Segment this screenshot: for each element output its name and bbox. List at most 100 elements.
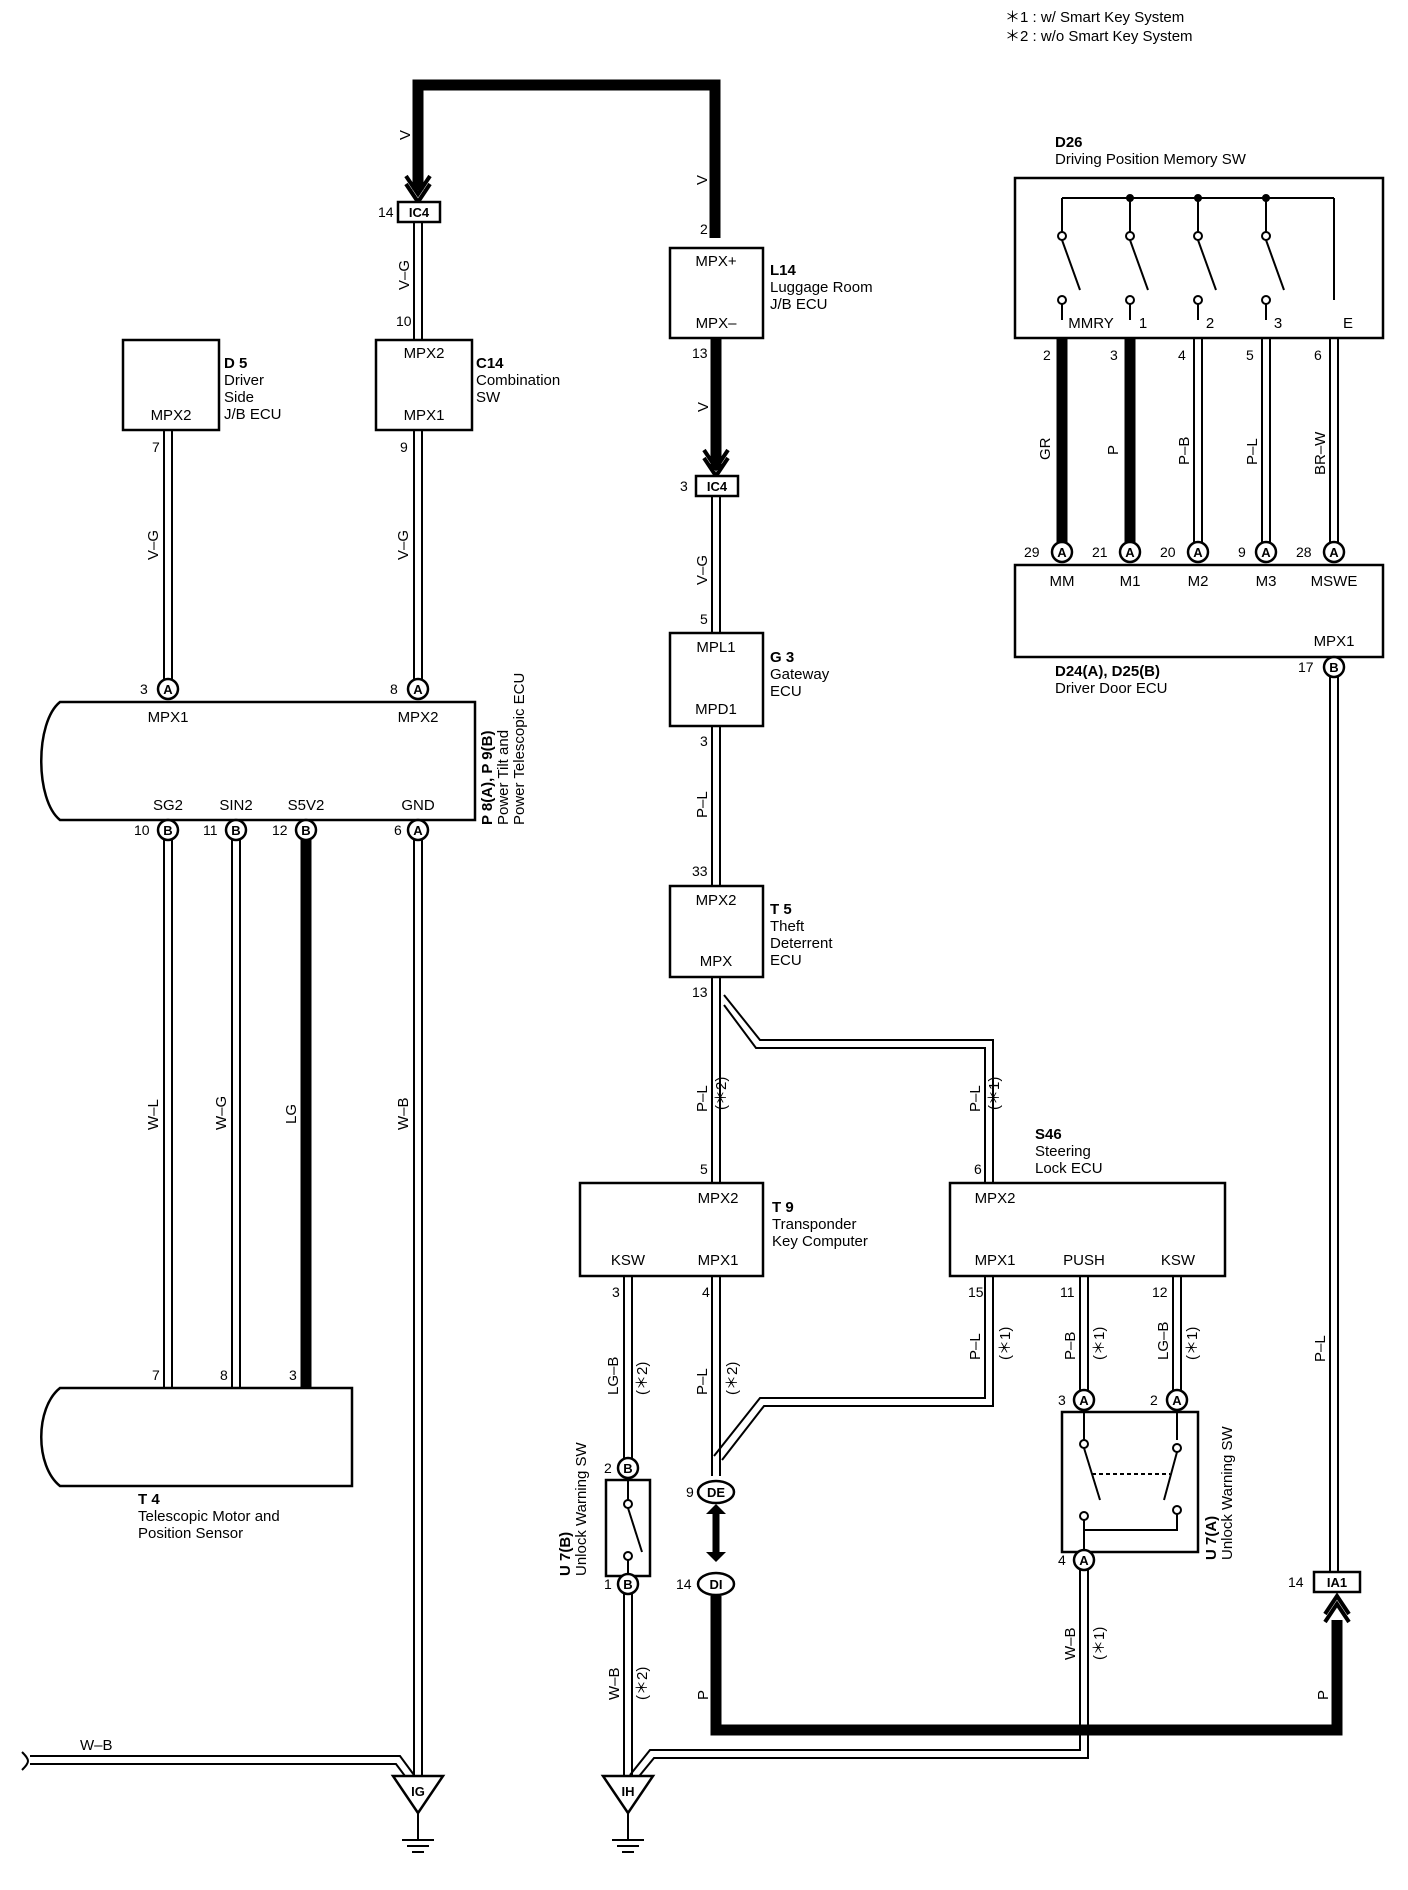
c14-name2: SW xyxy=(476,389,501,406)
p8-name2: Power Telescopic ECU xyxy=(511,673,528,825)
t9-term-ksw: KSW xyxy=(611,1252,646,1269)
pin-p8-6: 6 xyxy=(394,822,402,838)
pin-d5-7: 7 xyxy=(152,439,160,455)
pin-circle-u7a-2 xyxy=(1165,1388,1189,1412)
connector-de-label: DE xyxy=(707,1485,725,1500)
s46-name2: Lock ECU xyxy=(1035,1160,1103,1177)
t5-name1: Theft xyxy=(770,918,805,935)
wire-pl-s46-de xyxy=(713,1276,994,1461)
wire-label-gr: GR xyxy=(1037,437,1054,460)
svg-text:B: B xyxy=(623,1577,632,1592)
pin-circle-p8-6 xyxy=(406,818,430,842)
connector-de-di-link xyxy=(706,1504,726,1562)
c14-term-top: MPX2 xyxy=(404,345,445,362)
p8-name1: Power Tilt and xyxy=(495,730,512,825)
l14-name1: Luggage Room xyxy=(770,279,873,296)
s46-term-ksw: KSW xyxy=(1161,1252,1196,1269)
u7a-code: U 7(A) xyxy=(1203,1516,1220,1560)
pin-u7b-2: 2 xyxy=(604,1460,612,1476)
pin-t4-7: 7 xyxy=(152,1367,160,1383)
pin-t5-13: 13 xyxy=(692,984,708,1000)
wire-pb-m2 xyxy=(1193,338,1203,548)
pin-circle-u7b-2 xyxy=(616,1456,640,1480)
wire-label-pl5: P–L xyxy=(967,1333,984,1360)
pin-circle-u7a-3 xyxy=(1072,1388,1096,1412)
g3-name2: ECU xyxy=(770,683,802,700)
note-tag-n1b: (＊1) xyxy=(997,1327,1014,1360)
l14-name2: J/B ECU xyxy=(770,296,828,313)
pin-g3-5: 5 xyxy=(700,611,708,627)
pin-u7a-2: 2 xyxy=(1150,1392,1158,1408)
wire-label-pb: P–B xyxy=(1062,1332,1079,1360)
wire-vg-d5-p8 xyxy=(163,430,173,680)
wire-label-p2: P xyxy=(1315,1690,1332,1700)
pin-p8-8: 8 xyxy=(390,681,398,697)
pin-circle-u7a-4 xyxy=(1072,1548,1096,1572)
t5-term-bot: MPX xyxy=(700,953,733,970)
wire-label-pl3: P–L xyxy=(967,1085,984,1112)
wire-label-wg: W–G xyxy=(213,1096,230,1130)
pin-d24-29: 29 xyxy=(1024,544,1040,560)
s46-term-mpx1: MPX1 xyxy=(975,1252,1016,1269)
s46-name1: Steering xyxy=(1035,1143,1091,1160)
wire-pl-g3-t5 xyxy=(711,726,721,886)
wire-wb-gnd xyxy=(413,840,423,1775)
wire-label-brw: BR–W xyxy=(1312,431,1329,475)
d5-term: MPX2 xyxy=(151,407,192,424)
svg-text:B: B xyxy=(231,823,240,838)
l14-code: L14 xyxy=(770,262,797,279)
g3-term-bot: MPD1 xyxy=(695,701,737,718)
pin-circle-d24-20 xyxy=(1186,540,1210,564)
note-tag-n2c: (＊2) xyxy=(724,1362,741,1395)
t4-name2: Position Sensor xyxy=(138,1525,243,1542)
wire-wl xyxy=(163,840,173,1388)
p8-term-mpx2: MPX2 xyxy=(398,709,439,726)
pin-l14-13: 13 xyxy=(692,345,708,361)
pin-d24-28: 28 xyxy=(1296,544,1312,560)
pin-u7a-3: 3 xyxy=(1058,1392,1066,1408)
pin-circle-d24-29 xyxy=(1050,540,1074,564)
u7b-name1: Unlock Warning SW xyxy=(573,1442,590,1576)
pin-s46-11: 11 xyxy=(1060,1284,1075,1300)
d26-code: D26 xyxy=(1055,134,1083,151)
wire-label-lgb2: LG–B xyxy=(1155,1322,1172,1360)
d24-t-mpx1: MPX1 xyxy=(1314,633,1355,650)
component-t4 xyxy=(40,1386,354,1488)
l14-term-bot: MPX– xyxy=(696,315,738,332)
pin-di-14: 14 xyxy=(676,1576,692,1592)
connector-ia1 xyxy=(1312,1570,1362,1594)
p8-code: P 8(A), P 9(B) xyxy=(479,731,496,825)
wire-pl-t5-t9 xyxy=(711,977,721,1183)
t4-name1: Telescopic Motor and xyxy=(138,1508,280,1525)
t5-code: T 5 xyxy=(770,901,792,918)
svg-text:A: A xyxy=(1079,1553,1089,1568)
wire-brw xyxy=(1329,338,1339,548)
component-d24 xyxy=(1013,563,1385,659)
pin-d26-4: 4 xyxy=(1178,347,1186,363)
pin-ic4-3: 3 xyxy=(680,478,688,494)
note-1: ＊1 : w/ Smart Key System xyxy=(1005,9,1184,26)
connector-ic4-top xyxy=(396,200,442,224)
pin-circle-u7b-1 xyxy=(616,1572,640,1596)
wire-label-pl1: P–L xyxy=(694,791,711,818)
d24-t-mswe: MSWE xyxy=(1311,573,1358,590)
ground-ih xyxy=(600,1774,656,1853)
wire-v-loop xyxy=(404,79,721,238)
ground-ih-label: IH xyxy=(622,1784,635,1799)
wire-lgb-t9-u7b xyxy=(623,1276,633,1460)
pin-d26-5: 5 xyxy=(1246,347,1254,363)
wire-label-vg3: V–G xyxy=(395,530,412,560)
svg-text:B: B xyxy=(163,823,172,838)
ground-ig-label: IG xyxy=(411,1784,425,1799)
u7a-switches xyxy=(1079,1412,1182,1552)
wire-label-lgb1: LG–B xyxy=(605,1357,622,1395)
svg-text:A: A xyxy=(1261,545,1271,560)
wire-label-pl4: P–L xyxy=(694,1368,711,1395)
component-g3 xyxy=(668,631,765,728)
pin-t9-5: 5 xyxy=(700,1161,708,1177)
pin-c14-9: 9 xyxy=(400,439,408,455)
p8-term-sg2: SG2 xyxy=(153,797,183,814)
pin-circle-d24-9 xyxy=(1254,540,1278,564)
pin-p8-10: 10 xyxy=(134,822,150,838)
connector-ic4-top-label: IC4 xyxy=(409,205,430,220)
